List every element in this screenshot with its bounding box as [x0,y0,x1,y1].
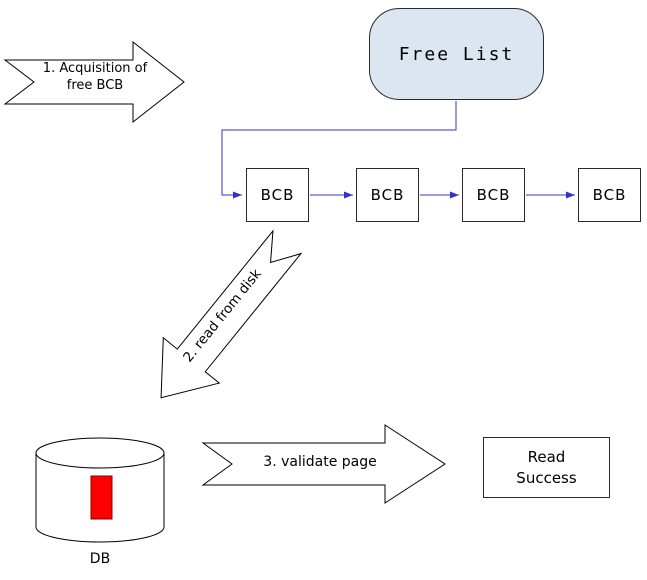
bcb-label: BCB [476,186,511,204]
db-cylinder [35,437,165,543]
bcb-node-1: BCB [246,168,309,222]
bcb-node-3: BCB [462,168,525,222]
step1-arrow-shape [3,40,185,124]
bcb-node-2: BCB [356,168,419,222]
step3-label: 3. validate page [263,454,377,470]
step2-arrow-group [160,229,303,399]
read-success-node: Read Success [483,437,610,498]
db-label: DB [89,551,111,567]
bcb-label: BCB [260,186,295,204]
bcb-label: BCB [370,186,405,204]
bcb-node-4: BCB [578,168,641,222]
free-list-node: Free List [369,8,544,100]
step1-label: 1. Acquisition of free BCB [42,61,148,93]
freelist-to-bcb-connector [221,101,457,199]
step2-arrow-shape [160,229,303,399]
step3-arrow-shape [201,424,446,504]
read-success-label: Read Success [516,447,577,487]
free-list-label: Free List [398,43,515,65]
db-cylinder-top [35,437,165,469]
bcb-label: BCB [592,186,627,204]
db-page-marker [90,475,113,520]
